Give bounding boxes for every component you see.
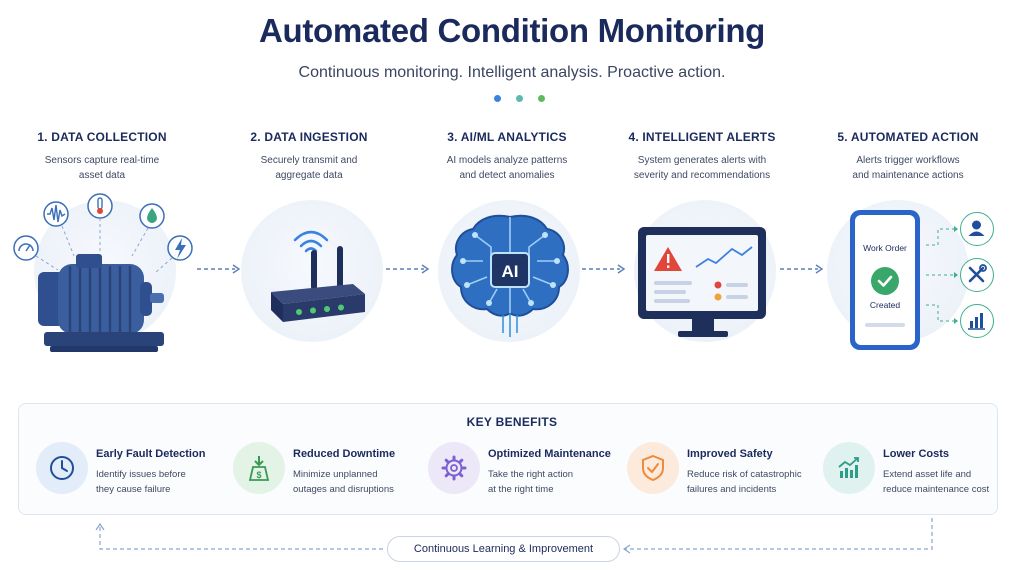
benefit-title: Early Fault Detection [96,448,206,460]
flow-arrow-3-4 [582,264,626,274]
decorative-dots [494,95,545,102]
checkmark-icon [871,267,899,295]
work-order-status: Created [869,300,901,310]
shield-check-icon [627,442,679,494]
user-icon [960,212,994,246]
page-title: Automated Condition Monitoring [258,12,766,49]
benefit-title: Reduced Downtime [293,448,396,460]
step-automated-action: 5. AUTOMATED ACTION Alerts trigger workf… [818,130,998,183]
flow-arrow-1-2 [197,264,241,274]
step-data-collection: 1. DATA COLLECTION Sensors capture real-… [12,130,192,183]
dot-green [538,95,545,102]
step-title: 2. DATA INGESTION [250,130,368,144]
page-subtitle: Continuous monitoring. Intelligent analy… [298,64,726,81]
phone-work-order-icon: Work Order Created [850,210,920,350]
alert-monitor-icon [638,227,766,337]
key-benefits-title: KEY BENEFITS [466,415,558,429]
flow-arrow-2-3 [386,264,430,274]
motor-with-sensors-icon [13,193,193,352]
step-title: 1. DATA COLLECTION [37,130,167,144]
work-order-heading: Work Order [863,243,907,253]
wrench-screwdriver-icon [960,258,994,292]
action-connectors [926,226,958,324]
money-down-icon: $ [233,442,285,494]
bar-chart-icon [960,304,994,338]
step-title: 3. AI/ML ANALYTICS [447,130,567,144]
benefit-title: Lower Costs [883,448,950,460]
gear-icon [428,442,480,494]
svg-text:$: $ [256,470,261,480]
router-icon [271,230,365,322]
step-title: 5. AUTOMATED ACTION [837,130,979,144]
benefit-title: Improved Safety [687,448,773,460]
ai-brain-icon: AI [451,214,569,337]
trend-up-chart-icon [823,442,875,494]
step-title: 4. INTELLIGENT ALERTS [628,130,776,144]
step-intelligent-alerts: 4. INTELLIGENT ALERTS System generates a… [612,130,792,183]
benefit-title: Optimized Maintenance [488,448,611,460]
clock-icon [36,442,88,494]
dot-teal [516,95,523,102]
continuous-learning-label: Continuous Learning & Improvement [387,536,620,562]
flow-arrow-4-5 [780,264,824,274]
step-ai-ml-analytics: 3. AI/ML ANALYTICS AI models analyze pat… [417,130,597,183]
ai-badge: AI [502,262,519,281]
dot-blue [494,95,501,102]
